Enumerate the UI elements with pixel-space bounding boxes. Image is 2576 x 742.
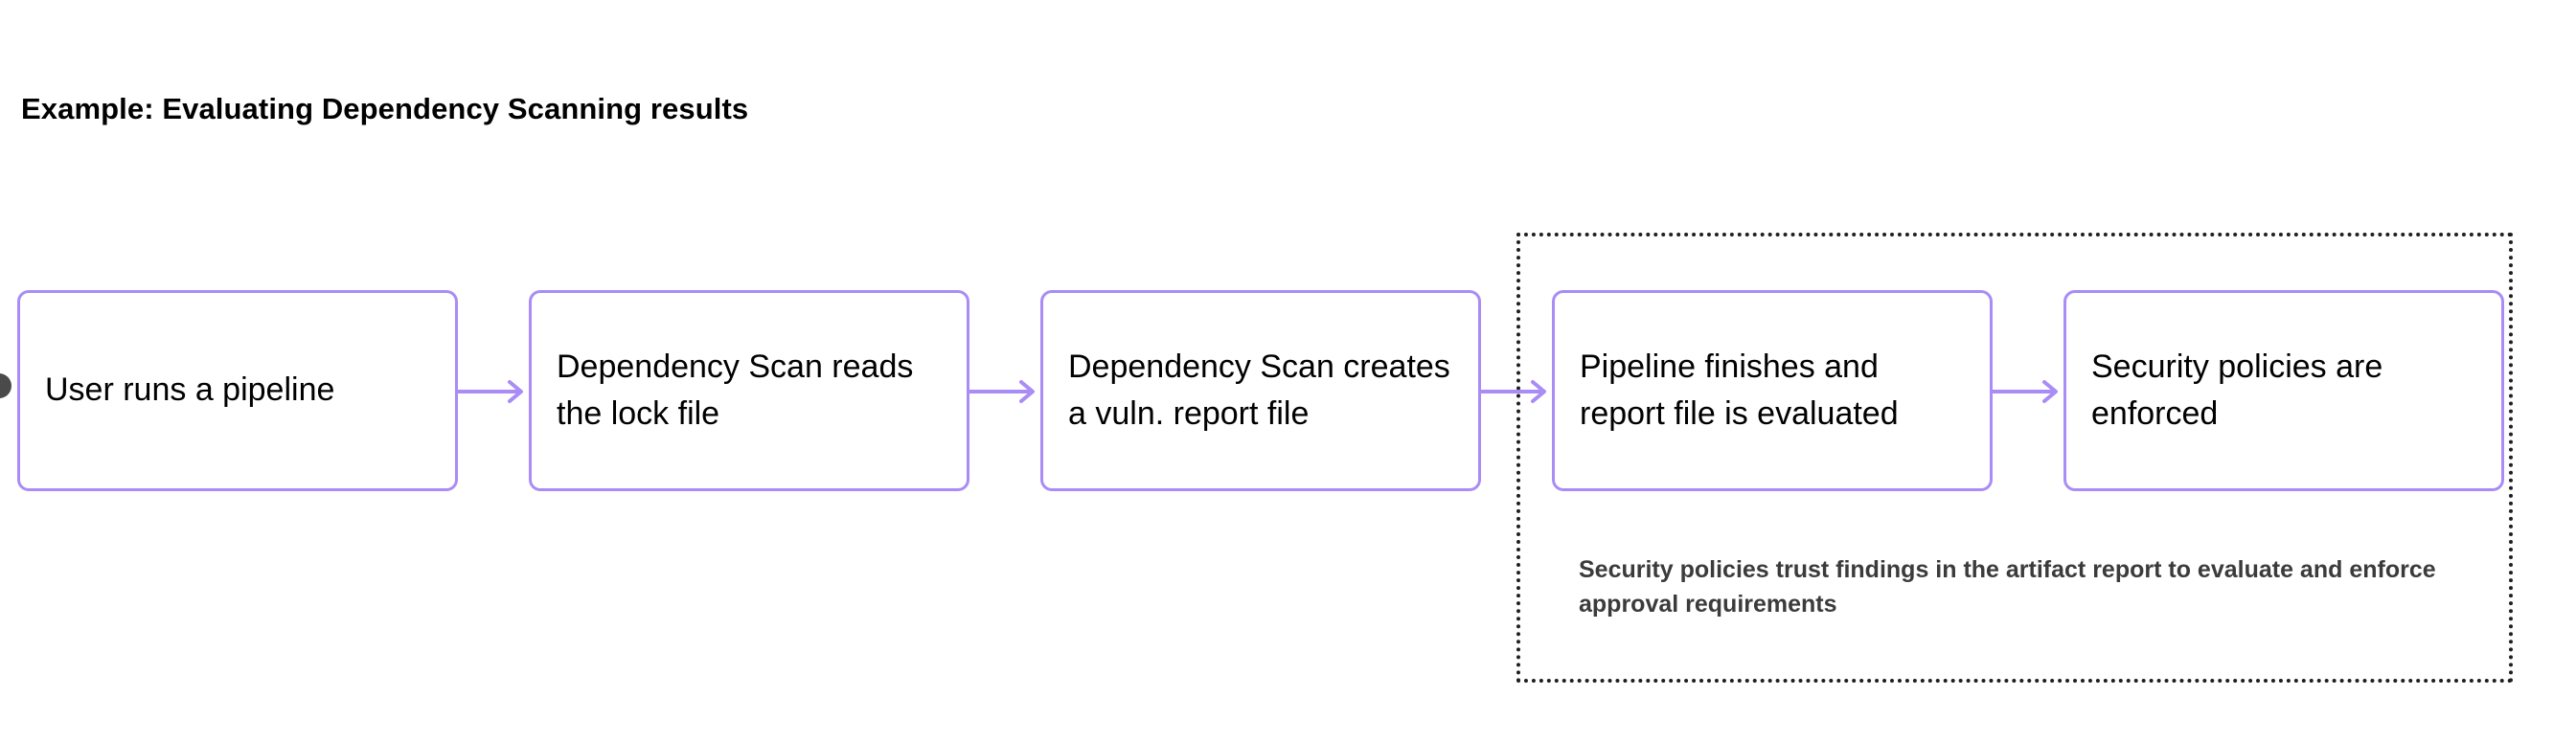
flow-node-label: User runs a pipeline (45, 371, 335, 409)
flow-node-security-policies-enforced[interactable]: Security policies are enforced (2063, 290, 2504, 491)
flow-node-dependency-scan-creates-report[interactable]: Dependency Scan creates a vuln. report f… (1040, 290, 1481, 491)
flow-arrow-1-icon (458, 380, 529, 403)
flow-arrow-2-icon (969, 380, 1040, 403)
process-flow: User runs a pipeline Dependency Scan rea… (0, 290, 2576, 493)
flow-node-label: Pipeline finishes and report file is eva… (1580, 348, 1899, 432)
flow-node-label: Dependency Scan reads the lock file (557, 348, 914, 432)
flow-arrow-3-icon (1481, 380, 1552, 403)
flow-start-dot-icon (0, 373, 11, 398)
flow-arrow-4-icon (1993, 380, 2063, 403)
flow-node-dependency-scan-reads-lock-file[interactable]: Dependency Scan reads the lock file (529, 290, 969, 491)
flow-node-label: Dependency Scan creates a vuln. report f… (1068, 348, 1450, 432)
flow-node-label: Security policies are enforced (2091, 348, 2383, 432)
flow-node-user-runs-pipeline[interactable]: User runs a pipeline (17, 290, 458, 491)
flow-node-pipeline-finishes-report-evaluated[interactable]: Pipeline finishes and report file is eva… (1552, 290, 1993, 491)
page-title: Example: Evaluating Dependency Scanning … (21, 92, 749, 125)
policy-scope-note: Security policies trust findings in the … (1579, 556, 2436, 618)
policy-scope-group (1516, 233, 2513, 683)
